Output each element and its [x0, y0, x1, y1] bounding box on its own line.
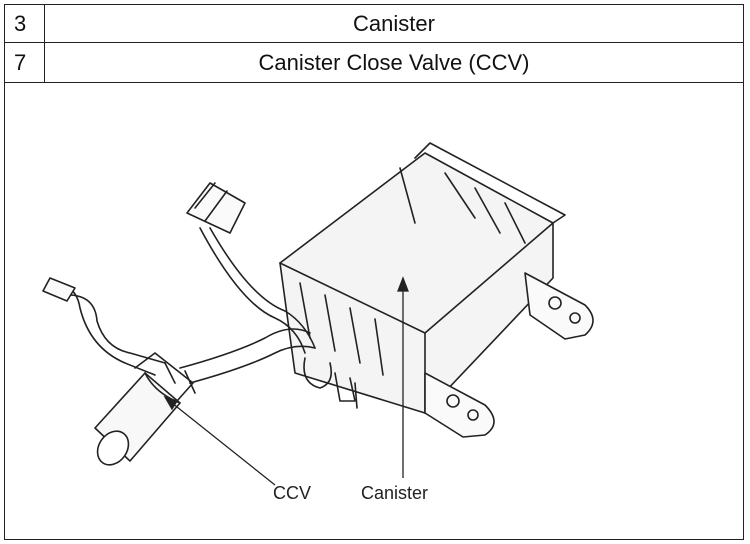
part-number: 3: [5, 5, 45, 42]
ccv-callout: CCV: [273, 483, 311, 503]
part-label: Canister: [353, 10, 435, 36]
canister-ccv-drawing: CCV Canister: [42, 142, 594, 503]
parts-table: 3 Canister 7 Canister Close Valve (CCV): [4, 4, 744, 540]
part-number: 7: [5, 43, 45, 82]
component-illustration: CCV Canister: [5, 83, 743, 539]
canister-callout: Canister: [361, 483, 428, 503]
part-label: Canister Close Valve (CCV): [258, 49, 530, 75]
table-row: 3 Canister: [5, 5, 743, 43]
table-row: 7 Canister Close Valve (CCV): [5, 43, 743, 83]
